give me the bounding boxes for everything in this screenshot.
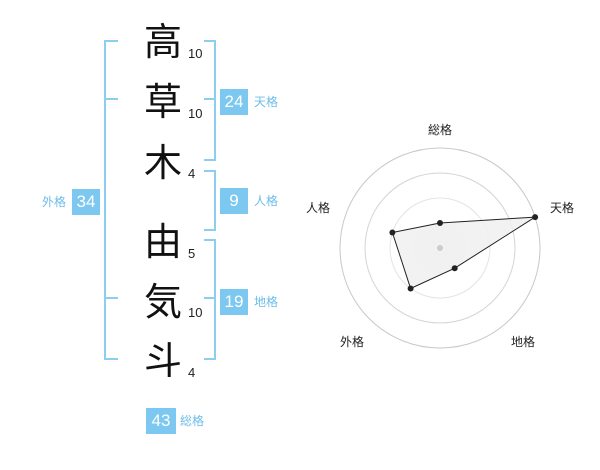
radar-point-5	[389, 229, 396, 236]
radar-area	[391, 216, 536, 290]
tenkaku-bracket-mid-tick	[204, 98, 216, 100]
radar-point-2	[532, 214, 539, 221]
chikaku-value: 19	[220, 289, 248, 315]
stroke-count-3: 4	[188, 166, 196, 181]
radar-chart: 総格 天格 地格 外格 人格	[306, 122, 574, 349]
kanji-6: 斗	[143, 339, 182, 383]
kanji-1: 高	[143, 20, 182, 64]
radar-point-3	[451, 265, 458, 272]
radar-axis-label-gaikaku: 外格	[340, 334, 364, 349]
gaikaku-bracket	[104, 40, 118, 360]
soukaku-label: 総格	[180, 414, 205, 428]
kanji-4: 由	[143, 220, 182, 264]
jinkaku-label: 人格	[254, 194, 279, 208]
stroke-count-1: 10	[188, 46, 203, 61]
stroke-count-4: 5	[188, 246, 196, 261]
radar-axis-label-soukaku: 総格	[428, 122, 452, 137]
gaikaku-bracket-inner-tick-bottom	[104, 297, 118, 299]
radar-center-dot	[437, 245, 443, 251]
radar-axis-label-jinkaku: 人格	[306, 200, 330, 215]
radar-axis-label-chikaku: 地格	[511, 334, 535, 349]
jinkaku-bracket	[204, 170, 216, 231]
tenkaku-value: 24	[220, 89, 248, 115]
radar-ring-3	[364, 172, 516, 324]
gaikaku-bracket-inner-tick-top	[104, 98, 118, 100]
jinkaku-value: 9	[220, 188, 248, 214]
kanji-2: 草	[143, 80, 182, 124]
stroke-count-5: 10	[188, 305, 203, 320]
stroke-count-2: 10	[188, 106, 203, 121]
radar-ring-2	[389, 197, 491, 299]
stroke-count-6: 4	[188, 365, 196, 380]
gaikaku-value: 34	[72, 189, 100, 215]
kanji-5: 気	[143, 280, 182, 324]
kanji-3: 木	[143, 141, 182, 185]
chikaku-label: 地格	[254, 295, 279, 309]
radar-point-1	[437, 220, 443, 226]
soukaku-value: 43	[146, 408, 176, 434]
radar-points	[389, 214, 539, 292]
tenkaku-label: 天格	[254, 95, 279, 109]
radar-axis-label-tenkaku: 天格	[550, 200, 574, 215]
tenkaku-bracket	[204, 40, 216, 161]
radar-ring-4	[339, 147, 541, 349]
chikaku-bracket-mid-tick	[204, 297, 216, 299]
gaikaku-label: 外格	[42, 195, 67, 209]
radar-point-4	[407, 285, 414, 292]
chikaku-bracket	[204, 239, 216, 360]
